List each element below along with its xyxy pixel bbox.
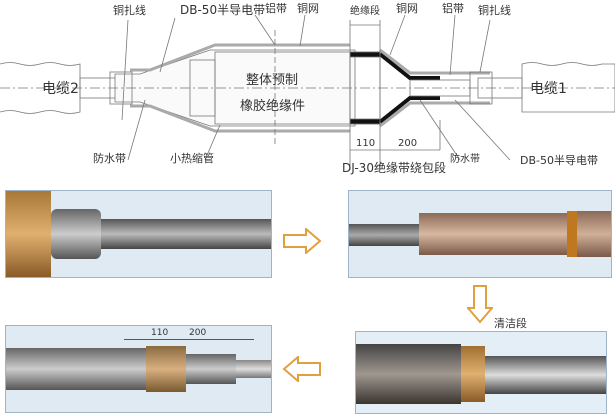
photo-step-1 <box>5 190 272 278</box>
photo-step-4: 110 200 <box>5 325 272 413</box>
label-body-line1: 整体预制 <box>246 73 298 88</box>
label-waterproof-tape: 防水带 <box>93 151 126 165</box>
step4-dim-110: 110 <box>151 328 169 338</box>
label-copper-mesh-top: 铜网 <box>297 1 319 15</box>
step3-label-clean-section: 清洁段 <box>494 317 527 330</box>
photo-step-3 <box>355 331 607 414</box>
label-db50-top: DB-50半导电带 <box>180 3 265 17</box>
label-copper-bind-right: 铜扎线 <box>478 3 511 17</box>
label-copper-mesh-right: 铜网 <box>396 1 418 15</box>
label-dj30: DJ-30绝缘带绕包段 <box>342 160 446 175</box>
label-al-tape-top: 铝带 <box>265 1 287 15</box>
label-cable-1: 电缆1 <box>530 81 567 97</box>
label-al-tape-right: 铝带 <box>442 1 464 15</box>
label-cable-2: 电缆2 <box>42 81 79 97</box>
label-small-shrink-tube: 小热缩管 <box>170 151 214 165</box>
arrow-down-icon <box>467 285 493 324</box>
label-waterproof-right: 防水带 <box>450 152 480 165</box>
arrow-right-icon <box>283 228 322 254</box>
step4-dim-200: 200 <box>189 328 207 338</box>
dim-110: 110 <box>356 138 375 149</box>
dim-200: 200 <box>398 138 417 149</box>
cable-1-sheath <box>521 62 615 113</box>
arrow-left-icon <box>282 356 321 382</box>
label-body-line2: 橡胶绝缘件 <box>240 98 305 114</box>
label-insulation-section: 绝缘段 <box>350 4 380 17</box>
joint-cross-section-diagram: 铜扎线 DB-50半导电带 铝带 铜网 绝缘段 铜网 铝带 铜扎线 电缆2 电缆… <box>0 1 615 175</box>
photo-step-2 <box>348 190 612 278</box>
label-copper-bind-left: 铜扎线 <box>113 3 146 17</box>
label-db50-bottom: DB-50半导电带 <box>520 153 598 167</box>
